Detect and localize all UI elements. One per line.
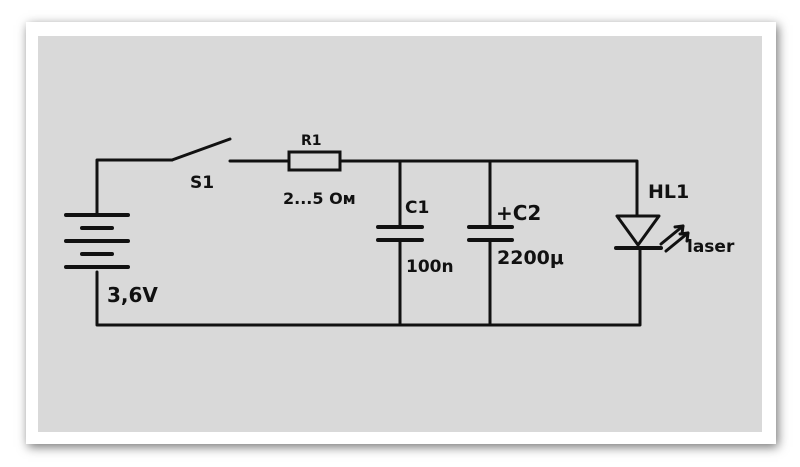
c2-value-label: 2200μ xyxy=(497,247,564,269)
wires xyxy=(95,158,642,327)
resistor-value-label: 2...5 Ом xyxy=(283,189,356,208)
emission-arrow-1 xyxy=(659,224,685,246)
led-ref-label: HL1 xyxy=(648,181,689,203)
emission-arrowhead-2 xyxy=(678,231,690,243)
laser-diode-symbol xyxy=(614,214,690,253)
c2-ref-label: +C2 xyxy=(496,201,541,225)
capacitor-c1-symbol xyxy=(376,225,424,242)
diode-triangle xyxy=(615,214,661,247)
resistor-body xyxy=(287,150,342,172)
capacitor-c2-symbol xyxy=(467,225,514,242)
wire-left-top xyxy=(95,158,174,215)
c1-value-label: 100n xyxy=(406,257,454,277)
led-laser-label: laser xyxy=(687,237,735,257)
switch-lever xyxy=(170,137,232,162)
emission-arrow-2 xyxy=(664,231,690,253)
battery-voltage-label: 3,6V xyxy=(107,283,158,307)
wire-top-rail xyxy=(338,159,639,218)
c1-ref-label: C1 xyxy=(405,198,429,218)
resistor-ref-label: R1 xyxy=(301,133,322,149)
battery-symbol xyxy=(64,213,130,269)
emission-arrowhead-1 xyxy=(673,224,685,236)
drawing-panel xyxy=(38,36,762,432)
switch-ref-label: S1 xyxy=(190,173,214,193)
wire-bottom-rail xyxy=(95,248,642,327)
